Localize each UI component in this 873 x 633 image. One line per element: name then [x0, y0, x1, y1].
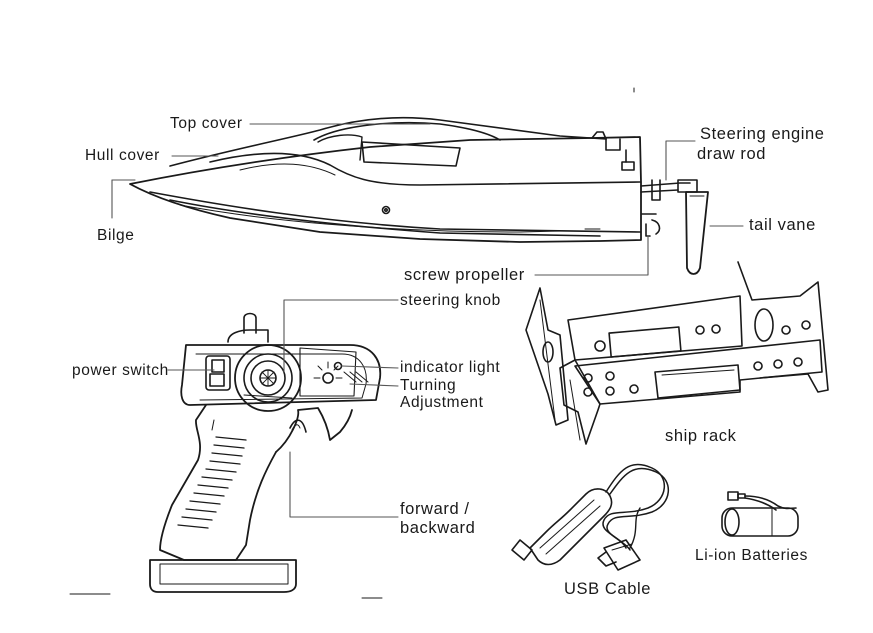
remote-controller-icon: [69, 312, 383, 599]
usb-cable-icon: [511, 463, 670, 571]
label-screw-propeller: screw propeller: [404, 266, 525, 284]
label-tail-vane: tail vane: [749, 216, 816, 234]
label-indicator-light: indicator light: [400, 359, 501, 376]
label-power-switch: power switch: [72, 362, 169, 379]
label-ship-rack: ship rack: [665, 427, 737, 445]
ship-rack-icon: [525, 261, 829, 445]
battery-pack-icon: [721, 491, 799, 537]
label-usb-cable: USB Cable: [564, 580, 652, 598]
label-adjustment: Adjustment: [400, 394, 484, 411]
label-bilge: Bilge: [97, 227, 135, 244]
remote-leader-lines: [167, 299, 399, 518]
label-hull-cover: Hull cover: [85, 147, 160, 164]
label-draw-rod: draw rod: [697, 145, 766, 163]
label-forward: forward /: [400, 500, 470, 518]
label-turning: Turning: [400, 377, 457, 394]
label-top-cover: Top cover: [170, 115, 243, 132]
label-steering-engine: Steering engine: [700, 125, 825, 143]
label-steering-knob: steering knob: [400, 292, 501, 309]
speed-boat-icon: [129, 116, 709, 275]
label-li-ion-batteries: Li-ion Batteries: [695, 547, 808, 564]
boat-leader-lines: [111, 123, 744, 276]
label-backward: backward: [400, 519, 476, 537]
